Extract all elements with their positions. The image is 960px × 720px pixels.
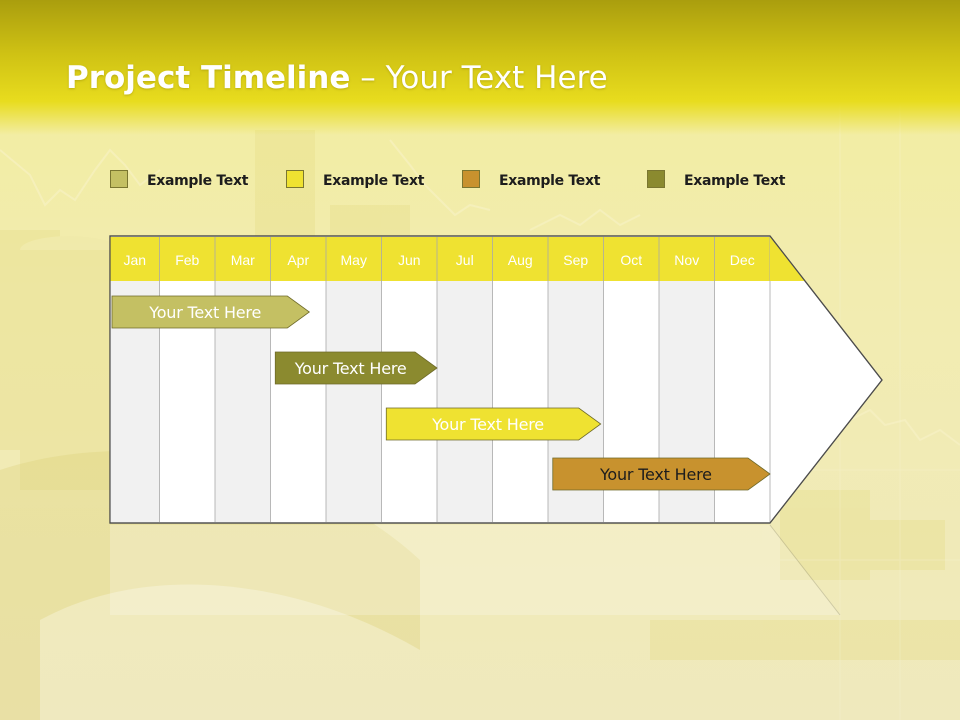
month-label: May xyxy=(341,252,367,268)
task-bar-label: Your Text Here xyxy=(294,359,407,378)
task-bar-label: Your Text Here xyxy=(599,465,712,484)
month-header-cell xyxy=(659,237,715,281)
month-label: Jun xyxy=(398,252,421,268)
month-label: Feb xyxy=(175,252,199,268)
legend-label: Example Text xyxy=(323,173,425,189)
month-header-cell xyxy=(714,237,770,281)
month-header-cell xyxy=(437,237,493,281)
task-bar[interactable]: Your Text Here xyxy=(111,295,311,329)
month-label: Aug xyxy=(508,252,533,268)
legend-label: Example Text xyxy=(684,173,786,189)
month-header-cell xyxy=(270,237,326,281)
month-label: Oct xyxy=(620,252,642,268)
title-bold: Project Timeline xyxy=(66,60,351,96)
month-header-cell xyxy=(548,237,604,281)
legend-swatch xyxy=(110,170,128,188)
header-band xyxy=(0,0,960,135)
task-bar[interactable]: Your Text Here xyxy=(274,351,438,385)
month-label: Mar xyxy=(231,252,255,268)
page-title: Project Timeline – Your Text Here xyxy=(66,60,608,96)
month-header-cell xyxy=(326,237,382,281)
task-bar-shape xyxy=(111,295,311,329)
legend-swatch xyxy=(647,170,665,188)
month-header-cell xyxy=(159,237,215,281)
month-label: Jul xyxy=(456,252,474,268)
month-column xyxy=(326,281,382,522)
month-header-cell xyxy=(381,237,437,281)
month-label: Jan xyxy=(123,252,146,268)
title-rest: – Your Text Here xyxy=(350,60,608,96)
month-column xyxy=(381,281,437,522)
task-bar-shape xyxy=(274,351,438,385)
legend-swatch xyxy=(286,170,304,188)
legend-swatch xyxy=(462,170,480,188)
task-bar[interactable]: Your Text Here xyxy=(552,457,771,491)
month-header-cell xyxy=(492,237,548,281)
timeline-reflection xyxy=(110,524,841,616)
month-header-cell xyxy=(215,237,271,281)
month-header-cell xyxy=(110,237,160,281)
task-bar-shape xyxy=(552,457,771,491)
task-bar-shape xyxy=(385,407,602,441)
task-bar-label: Your Text Here xyxy=(431,415,544,434)
task-bar[interactable]: Your Text Here xyxy=(385,407,602,441)
month-label: Apr xyxy=(287,252,309,268)
month-label: Nov xyxy=(674,252,699,268)
month-column xyxy=(437,281,493,522)
timeline-arrow-outline xyxy=(109,235,883,524)
task-bar-label: Your Text Here xyxy=(148,303,261,322)
month-label: Dec xyxy=(730,252,755,268)
legend-label: Example Text xyxy=(147,173,249,189)
month-column xyxy=(492,281,548,522)
month-label: Sep xyxy=(563,252,588,268)
legend-label: Example Text xyxy=(499,173,601,189)
month-header-cell xyxy=(603,237,659,281)
